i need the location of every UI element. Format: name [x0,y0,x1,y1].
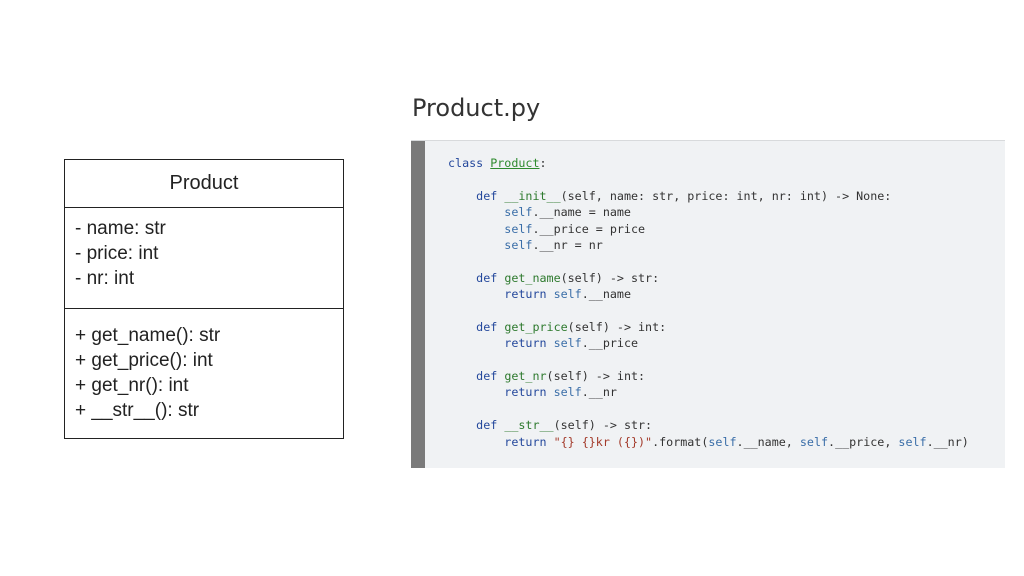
code-line: class Product: [448,155,969,171]
code-line: return self.__price [448,335,969,351]
code-token: get_price [504,319,568,334]
code-token: def [476,188,505,203]
uml-method: + get_name(): str [75,325,221,346]
code-token: get_name [504,270,561,285]
code-token: .__nr) [926,434,969,449]
code-token: .__price, [828,434,899,449]
uml-methods: + get_name(): str + get_price(): int + g… [65,309,343,423]
code-token: return [504,434,554,449]
code-token: self [504,221,533,236]
code-token: self [504,237,533,252]
code-token [448,287,504,301]
code-line: self.__name = name [448,204,969,220]
code-token: self [708,434,737,449]
code-token [448,320,476,334]
code-token: (self) -> str: [553,418,653,433]
code-token: .__name = name [532,205,631,220]
code-token: "{} {}kr ({})" [553,434,653,449]
code-token: self [504,205,533,220]
code-token: self [553,336,582,351]
code-token [448,271,476,285]
code-line: return self.__name [448,286,969,302]
code-line [448,401,969,417]
code-token: self [553,287,582,302]
code-token: def [476,319,505,334]
code-token [448,238,504,252]
code-line [448,352,969,368]
code-line: self.__price = price [448,221,969,237]
code-token: def [476,270,505,285]
code-line: self.__nr = nr [448,237,969,253]
code-token: .__name, [736,434,800,449]
code-token [448,435,504,449]
code-token: __str__ [504,418,554,433]
code-token: __init__ [504,188,561,203]
uml-class-box: Product - name: str - price: int - nr: i… [64,159,344,439]
code-line: def get_price(self) -> int: [448,319,969,335]
uml-attributes: - name: str - price: int - nr: int [65,208,343,309]
code-block: class Product: def __init__(self, name: … [411,140,1005,468]
uml-attribute: - price: int [75,243,159,264]
code-token [448,189,476,203]
code-token [448,205,504,219]
code-line: def get_nr(self) -> int: [448,368,969,384]
code-area: class Product: def __init__(self, name: … [448,155,969,450]
uml-method: + __str__(): str [75,400,200,421]
code-line: return self.__nr [448,384,969,400]
code-token: .__price [581,336,639,351]
uml-method: + get_price(): int [75,350,213,371]
code-token: self [799,434,829,449]
code-line [448,253,969,269]
code-token: return [504,287,554,302]
code-token [448,385,504,399]
code-token: .__name [581,287,631,302]
uml-class-name: Product [65,160,343,208]
code-token: (self) -> int: [567,319,667,334]
code-token: get_nr [504,369,547,384]
code-token: def [476,418,505,433]
code-token: self [898,434,927,449]
uml-attribute: - nr: int [75,268,135,289]
code-token [448,369,476,383]
code-token: .__nr = nr [532,237,603,252]
code-token: : [539,156,547,170]
code-token: self [553,385,582,400]
code-token: def [476,369,505,384]
code-token: class [448,156,491,170]
code-token: .format( [652,434,709,449]
code-token: Product [490,156,540,170]
code-token: return [504,385,554,400]
code-line: def __init__(self, name: str, price: int… [448,188,969,204]
code-token: .__price = price [532,221,646,236]
uml-attribute: - name: str [75,218,166,239]
code-token [448,418,476,432]
code-token: return [504,336,554,351]
code-line: def __str__(self) -> str: [448,417,969,433]
code-line [448,171,969,187]
code-line: return "{} {}kr ({})".format(self.__name… [448,434,969,450]
code-line [448,303,969,319]
code-token: (self) -> str: [560,270,660,285]
code-line: def get_name(self) -> str: [448,270,969,286]
code-token [448,336,504,350]
code-token [448,222,504,236]
file-title: Product.py [412,94,541,122]
code-token: (self, name: str, price: int, nr: int) -… [560,188,892,203]
code-block-accent-bar [411,141,425,468]
uml-method: + get_nr(): int [75,375,189,396]
code-token: (self) -> int: [546,369,646,384]
code-token: .__nr [581,385,617,400]
